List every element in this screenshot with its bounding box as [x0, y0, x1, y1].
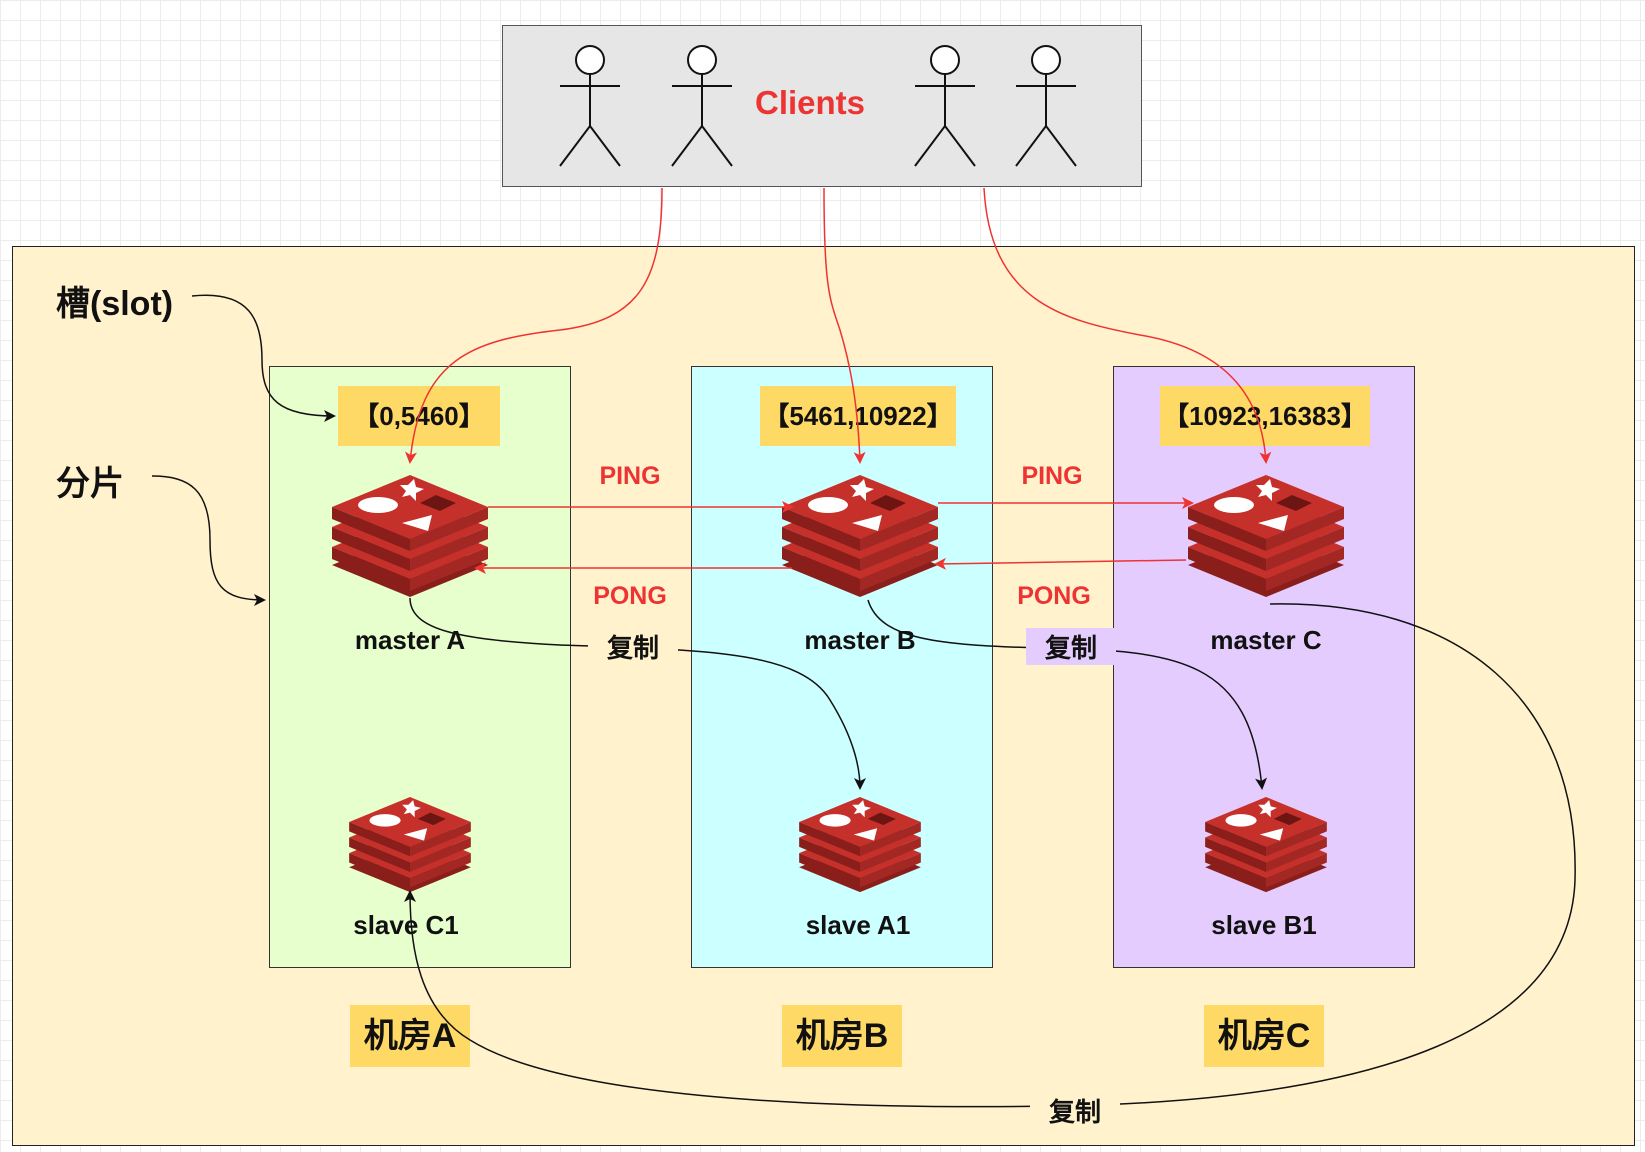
slave-a1-label: slave A1: [805, 910, 911, 940]
master-a-label: master A: [354, 625, 466, 655]
client-figure-3: [914, 45, 976, 167]
slave-b1-icon: [1205, 797, 1327, 893]
room-label-b: 机房B: [782, 1005, 902, 1067]
clients-title: Clients: [754, 84, 866, 121]
pong-label-cb: PONG: [1017, 582, 1091, 610]
client-figure-2: [671, 45, 733, 167]
shard-label-arrow: [151, 475, 266, 606]
slave-c1-label: slave C1: [353, 910, 459, 940]
replication-label-c: 复制: [1030, 1092, 1120, 1129]
client-to-master-c: [983, 187, 1272, 464]
ping-label-ab: PING: [599, 462, 661, 490]
client-figure-1: [559, 45, 621, 167]
slot-range-c: 【10923,16383】: [1160, 386, 1370, 446]
client-to-master-b: [823, 187, 866, 464]
master-b-label: master B: [804, 625, 916, 655]
slot-label-arrow: [191, 294, 336, 422]
slave-c1-icon: [349, 797, 471, 893]
ping-label-bc: PING: [1021, 462, 1083, 490]
slot-label: 槽(slot): [56, 285, 174, 323]
master-c-label: master C: [1210, 625, 1322, 655]
zone-room-c: [1113, 366, 1415, 968]
replication-label-b: 复制: [1026, 628, 1116, 665]
master-b-icon: [782, 475, 938, 597]
client-figure-4: [1015, 45, 1077, 167]
shard-label: 分片: [56, 465, 124, 503]
replicate-a-to-a1: [409, 597, 866, 790]
replication-label-a: 复制: [588, 628, 678, 665]
room-label-a: 机房A: [350, 1005, 470, 1067]
replicate-c-to-c1: [404, 603, 1576, 1108]
client-to-master-a: [405, 187, 663, 464]
pong-label-ba: PONG: [593, 582, 667, 610]
master-a-icon: [332, 475, 488, 597]
master-c-icon: [1188, 475, 1344, 597]
slave-a1-icon: [799, 797, 921, 893]
room-label-c: 机房C: [1204, 1005, 1324, 1067]
pong-c-to-b: [934, 557, 1187, 570]
slave-b1-label: slave B1: [1211, 910, 1317, 940]
